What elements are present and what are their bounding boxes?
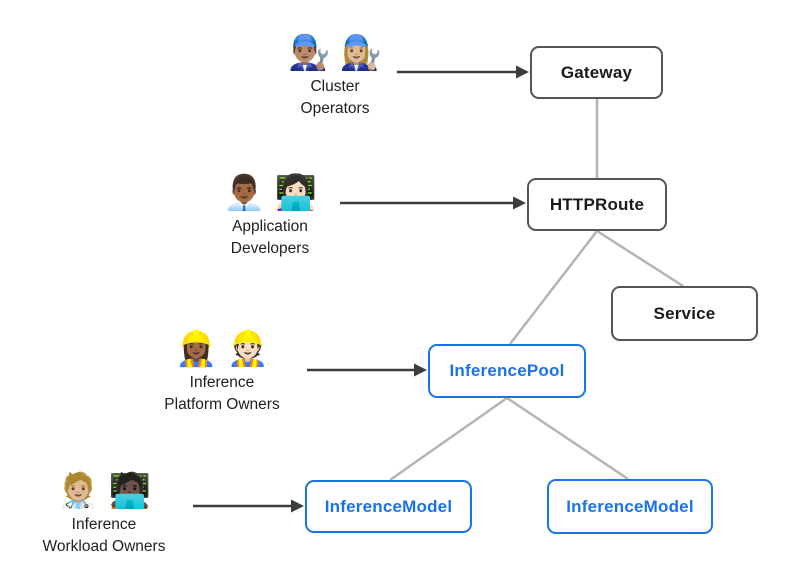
edge-httproute-service: [596, 229, 684, 288]
arrowhead-application-developers: [513, 196, 526, 210]
developers-emoji: 👨🏾‍💼 👩🏻‍💻: [222, 174, 318, 212]
node-inferencepool: InferencePool: [428, 344, 586, 398]
arrowhead-workload-owners: [291, 499, 304, 513]
arrowhead-platform-owners: [414, 363, 427, 377]
actor-inference-platform-owners-label-line1: Inference: [189, 374, 255, 391]
actor-application-developers: 👨🏾‍💼 👩🏻‍💻 Application Developers: [195, 170, 345, 260]
node-inferencepool-label: InferencePool: [449, 361, 565, 380]
edge-inferencepool-model-left: [389, 396, 508, 482]
actor-inference-workload-owners: 🧑🏼‍⚕️ 🧑🏿‍💻 Inference Workload Owners: [29, 468, 179, 558]
node-inferencemodel-left: InferenceModel: [305, 480, 472, 533]
actor-application-developers-label-line2: Developers: [230, 240, 310, 257]
node-httproute: HTTPRoute: [527, 178, 667, 231]
actor-inference-workload-owners-label-line2: Workload Owners: [42, 538, 166, 555]
node-inferencemodel-left-label: InferenceModel: [324, 496, 453, 516]
arrowhead-cluster-operators: [516, 65, 529, 79]
actor-cluster-operators-label-line1: Cluster: [310, 78, 360, 95]
actor-inference-platform-owners-label-line2: Platform Owners: [164, 396, 280, 413]
mechanics-emoji: 👨🏽‍🔧 👩🏼‍🔧: [287, 34, 383, 72]
actor-cluster-operators-label-line2: Operators: [300, 100, 370, 117]
actor-cluster-operators: 👨🏽‍🔧 👩🏼‍🔧 Cluster Operators: [260, 30, 410, 120]
edge-inferencepool-model-right: [506, 396, 629, 481]
actor-application-developers-label-line1: Application: [232, 218, 308, 235]
construction-workers-emoji: 👷🏾‍♀️ 👷🏻: [174, 330, 270, 368]
node-service-label: Service: [653, 303, 716, 323]
node-inferencemodel-right: InferenceModel: [547, 479, 713, 534]
node-service: Service: [611, 286, 758, 341]
node-gateway: Gateway: [530, 46, 663, 99]
node-gateway-label: Gateway: [560, 62, 633, 82]
node-httproute-label: HTTPRoute: [549, 194, 645, 214]
workload-owners-emoji: 🧑🏼‍⚕️ 🧑🏿‍💻: [56, 472, 152, 510]
actor-inference-platform-owners: 👷🏾‍♀️ 👷🏻 Inference Platform Owners: [147, 326, 297, 416]
edge-httproute-inferencepool: [509, 230, 598, 345]
node-inferencemodel-right-label: InferenceModel: [566, 496, 694, 516]
actor-inference-workload-owners-label-line1: Inference: [71, 516, 137, 533]
